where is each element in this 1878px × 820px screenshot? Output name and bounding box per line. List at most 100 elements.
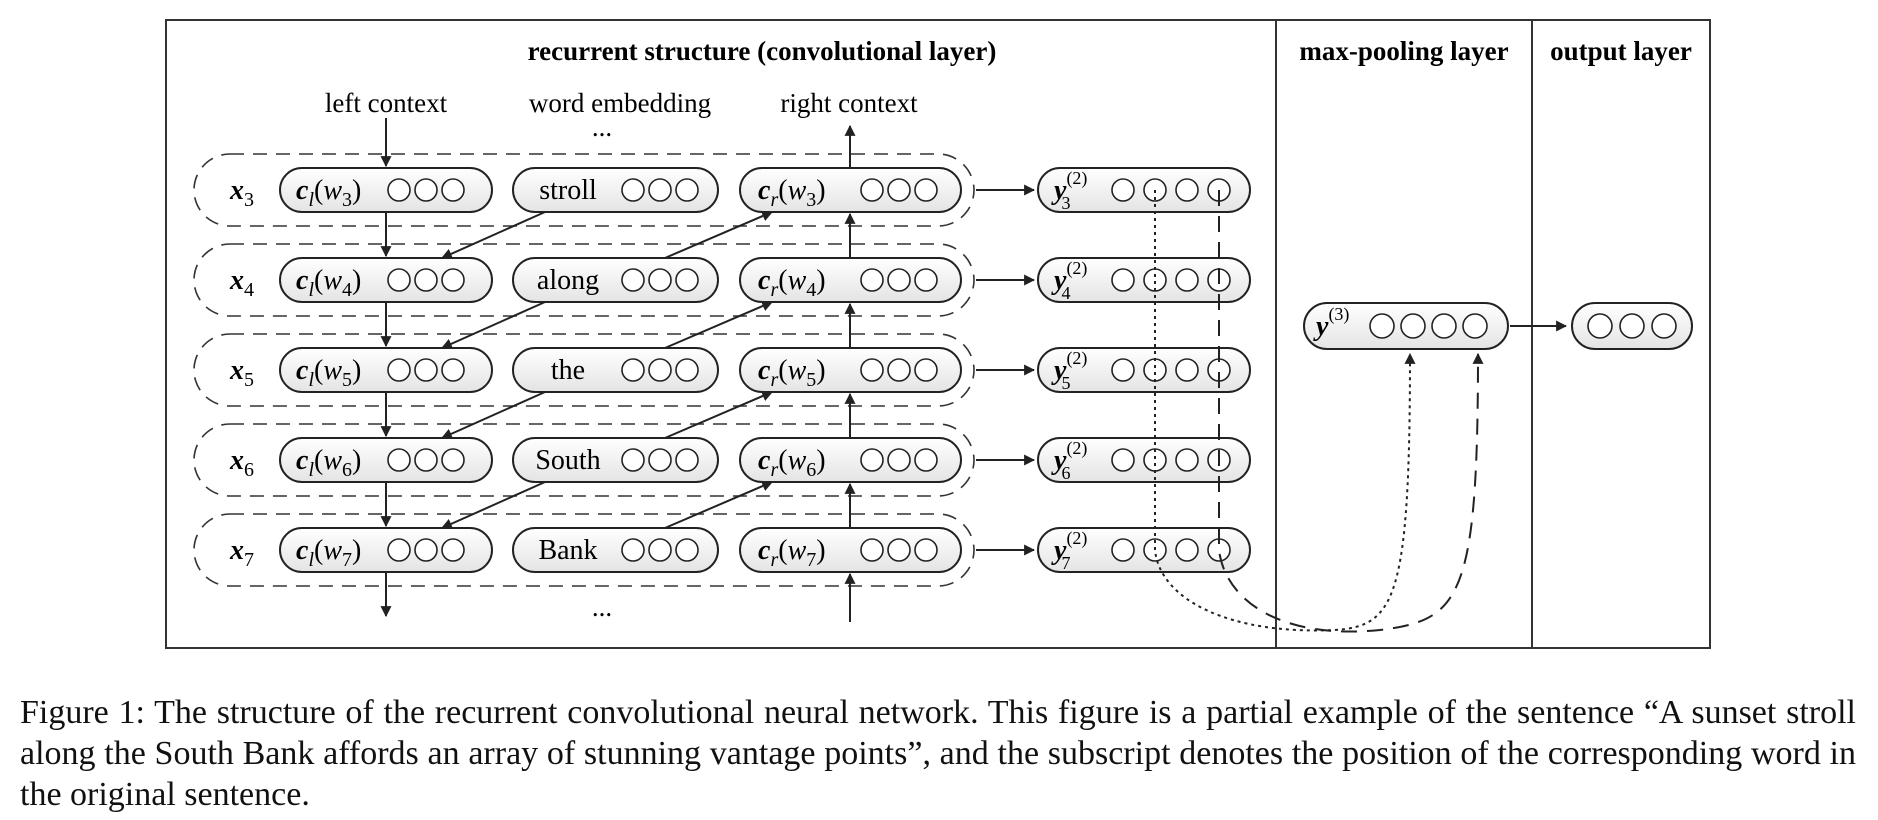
header-maxpool: max-pooling layer xyxy=(1299,36,1508,66)
neuron-circle xyxy=(648,358,672,382)
neuron-circle xyxy=(1369,313,1395,339)
row-7: x7 cl(w7) Bank cr(w7) y(2)7 xyxy=(193,513,1251,587)
y2-label: y(2)5 xyxy=(1051,348,1087,393)
label-right-context: right context xyxy=(780,88,918,118)
left-context-label: cl(w4) xyxy=(296,265,361,301)
neuron-circle xyxy=(1111,358,1135,382)
neuron-circle xyxy=(860,538,884,562)
arrows-layer xyxy=(380,118,1036,622)
row-group-outline xyxy=(193,513,975,587)
neuron-circle xyxy=(441,268,465,292)
ellipsis-bottom: ... xyxy=(592,592,612,622)
word-label: Bank xyxy=(538,535,597,566)
neuron-circle xyxy=(860,358,884,382)
neuron-circle xyxy=(914,538,938,562)
x-label: x7 xyxy=(229,535,254,571)
arrow-embedding-to-left xyxy=(440,391,546,439)
neuron-circle xyxy=(387,448,411,472)
neuron-circle xyxy=(621,448,645,472)
neuron-circle xyxy=(914,178,938,202)
header-recurrent: recurrent structure (convolutional layer… xyxy=(528,36,997,66)
neuron-circle xyxy=(887,178,911,202)
left-context-label: cl(w6) xyxy=(296,445,361,481)
label-left-context: left context xyxy=(325,88,448,118)
neuron-circle xyxy=(441,178,465,202)
neuron-circle xyxy=(387,268,411,292)
arrow-embedding-to-right xyxy=(664,480,774,529)
neuron-circle xyxy=(414,268,438,292)
neuron-circle xyxy=(387,358,411,382)
arrow-embedding-to-right xyxy=(664,210,774,259)
neuron-circle xyxy=(887,268,911,292)
row-group-outline xyxy=(193,423,975,497)
neuron-circle xyxy=(887,358,911,382)
x-label: x5 xyxy=(229,355,254,391)
arrow-embedding-to-right xyxy=(664,300,774,349)
y2-label: y(2)6 xyxy=(1051,438,1087,483)
neuron-circle xyxy=(675,178,699,202)
neuron-circle xyxy=(1175,538,1199,562)
neuron-circle xyxy=(914,358,938,382)
neuron-circle xyxy=(860,268,884,292)
neuron-circle xyxy=(414,358,438,382)
neuron-circle xyxy=(387,538,411,562)
neuron-circle xyxy=(621,178,645,202)
left-context-label: cl(w5) xyxy=(296,355,361,391)
y2-label: y(2)7 xyxy=(1051,528,1087,573)
neuron-circle xyxy=(648,538,672,562)
row-group-outline xyxy=(193,153,975,227)
label-word-embedding: word embedding xyxy=(529,88,711,118)
neuron-circle xyxy=(1651,313,1677,339)
neuron-circle xyxy=(675,268,699,292)
neuron-circle xyxy=(675,538,699,562)
word-embedding-node xyxy=(512,437,719,483)
neuron-circle xyxy=(441,448,465,472)
neuron-circle xyxy=(1175,178,1199,202)
neuron-circle xyxy=(414,448,438,472)
dashed-max-path xyxy=(1218,190,1484,633)
x-label: x6 xyxy=(229,445,254,481)
neuron-circle xyxy=(1175,448,1199,472)
neuron-circle xyxy=(1175,268,1199,292)
neuron-circle xyxy=(621,268,645,292)
x-label: x4 xyxy=(229,265,254,301)
right-context-label: cr(w7) xyxy=(758,535,826,571)
word-embedding-node xyxy=(512,527,719,573)
arrow-embedding-to-left xyxy=(440,211,546,259)
neuron-circle xyxy=(1111,448,1135,472)
right-context-label: cr(w3) xyxy=(758,175,826,211)
word-embedding-node xyxy=(512,257,719,303)
neuron-circle xyxy=(1431,313,1457,339)
right-context-label: cr(w6) xyxy=(758,445,826,481)
neuron-circle xyxy=(1111,538,1135,562)
left-context-label: cl(w3) xyxy=(296,175,361,211)
neuron-circle xyxy=(675,358,699,382)
arrow-embedding-to-left xyxy=(440,481,546,529)
neuron-circle xyxy=(648,448,672,472)
neuron-circle xyxy=(414,178,438,202)
neuron-circle xyxy=(621,358,645,382)
neuron-circle xyxy=(1143,448,1167,472)
neuron-circle xyxy=(1143,268,1167,292)
y3-label: y(3) xyxy=(1313,304,1349,342)
figure-caption: Figure 1: The structure of the recurrent… xyxy=(20,694,1856,813)
neuron-circle xyxy=(860,178,884,202)
neuron-circle xyxy=(648,178,672,202)
arrow-embedding-to-left xyxy=(440,301,546,349)
row-group-outline xyxy=(193,243,975,317)
neuron-circle xyxy=(621,538,645,562)
neuron-circle xyxy=(1175,358,1199,382)
right-context-label: cr(w4) xyxy=(758,265,826,301)
neuron-circle xyxy=(860,448,884,472)
neuron-circle xyxy=(414,538,438,562)
neuron-circle xyxy=(387,178,411,202)
neuron-circle xyxy=(914,448,938,472)
left-context-label: cl(w7) xyxy=(296,535,361,571)
word-label: the xyxy=(551,355,585,386)
row-group-outline xyxy=(193,333,975,407)
y2-label: y(2)3 xyxy=(1051,168,1087,213)
